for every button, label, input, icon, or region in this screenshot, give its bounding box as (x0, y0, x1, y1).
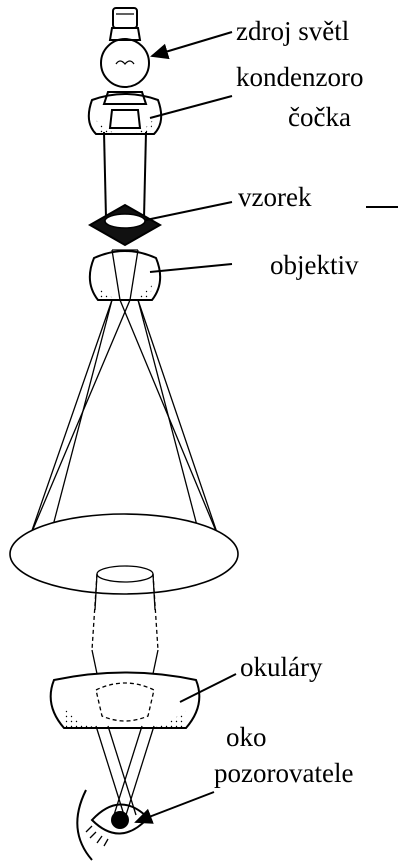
objective-lens (90, 250, 160, 300)
light-cone (10, 300, 238, 594)
label-condenser-line2: čočka (288, 102, 351, 132)
condenser-lens (89, 92, 161, 134)
label-objective: objektiv (270, 250, 359, 280)
label-eye-line2: pozorovatele (214, 758, 353, 788)
label-light-source: zdroj světl (236, 16, 349, 46)
eyepiece-lens (51, 673, 200, 729)
label-eye-line1: oko (226, 722, 267, 752)
observer-eye (77, 790, 148, 860)
label-condenser-line1: kondenzoro (236, 62, 363, 92)
label-sample: vzorek (238, 182, 312, 212)
specimen-slide (90, 205, 160, 245)
label-eyepieces: okuláry (240, 652, 323, 682)
light-bulb (101, 8, 149, 87)
eye-rays (96, 726, 154, 815)
